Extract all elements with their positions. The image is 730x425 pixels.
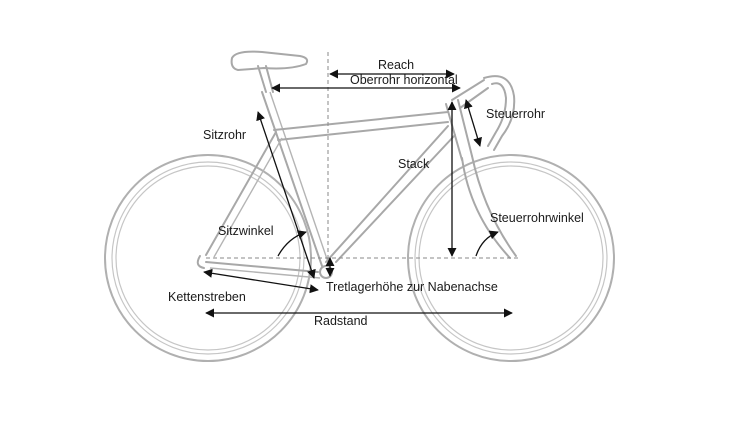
label-wheelbase: Radstand bbox=[314, 314, 368, 328]
label-head-tube: Steuerrohr bbox=[486, 107, 545, 121]
labels: Reach Oberrohr horizontal Steuerrohr Sit… bbox=[168, 58, 584, 328]
head-angle-arc bbox=[475, 230, 499, 257]
label-reach: Reach bbox=[378, 58, 414, 72]
label-seat-angle: Sitzwinkel bbox=[218, 224, 274, 238]
chainstay-arrow bbox=[203, 268, 319, 294]
head-tube-arrow bbox=[464, 99, 482, 147]
label-head-angle: Steuerrohrwinkel bbox=[490, 211, 584, 225]
seat-angle-arc bbox=[277, 230, 307, 257]
seat-tube-arrow bbox=[256, 111, 316, 279]
label-chainstays: Kettenstreben bbox=[168, 290, 246, 304]
measurement-arrows bbox=[203, 69, 513, 318]
label-top-tube-horizontal: Oberrohr horizontal bbox=[350, 73, 458, 87]
label-seat-tube: Sitzrohr bbox=[203, 128, 246, 142]
label-stack: Stack bbox=[398, 157, 430, 171]
front-wheel bbox=[407, 154, 615, 362]
label-bb-drop: Tretlagerhöhe zur Nabenachse bbox=[326, 280, 498, 294]
